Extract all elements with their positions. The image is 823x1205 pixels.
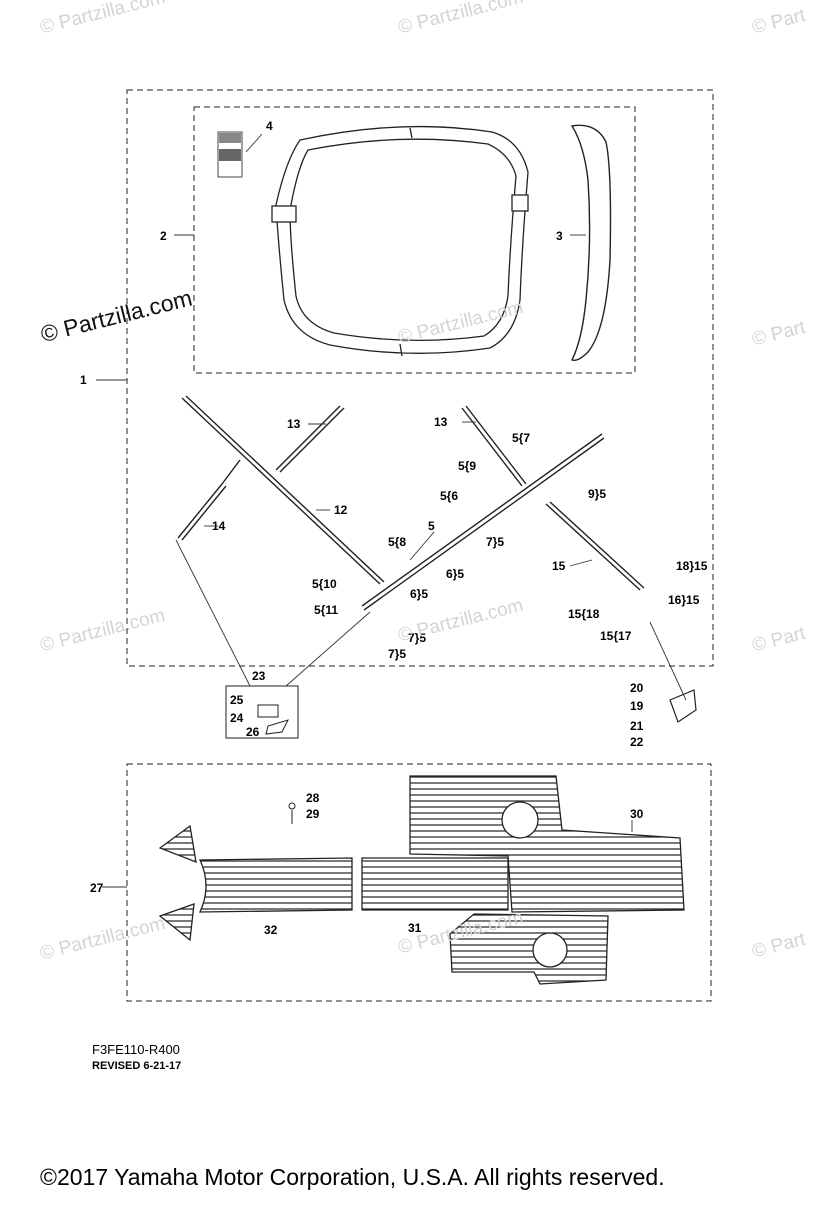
- canopy-frame-2: [193, 106, 636, 374]
- callout-5-8: 5{8: [388, 535, 406, 549]
- callout-25: 25: [230, 693, 244, 707]
- callout-4: 4: [266, 119, 273, 133]
- callout-6-5-b: 6}5: [410, 587, 428, 601]
- callout-16-15: 16}15: [668, 593, 700, 607]
- diagram-code: F3FE110-R400: [92, 1042, 180, 1057]
- callout-21: 21: [630, 719, 644, 733]
- callout-26: 26: [246, 725, 260, 739]
- callout-18-15: 18}15: [676, 559, 708, 573]
- callout-7-5-b: 7}5: [408, 631, 426, 645]
- mat-frame-27: [126, 763, 712, 1002]
- callout-7-5-a: 7}5: [486, 535, 504, 549]
- callout-29: 29: [306, 807, 320, 821]
- callout-5-9: 5{9: [458, 459, 476, 473]
- leader-lines: [96, 133, 687, 888]
- callout-5-7: 5{7: [512, 431, 530, 445]
- callout-14: 14: [212, 519, 226, 533]
- callout-24: 24: [230, 711, 244, 725]
- callout-28: 28: [306, 791, 320, 805]
- callout-15-17: 15{17: [600, 629, 632, 643]
- hardware-kit-box: [225, 685, 299, 739]
- callout-5-6: 5{6: [440, 489, 458, 503]
- callout-22: 22: [630, 735, 644, 749]
- callout-13-left: 13: [287, 417, 301, 431]
- bracket-parts: [257, 704, 289, 735]
- callout-5-11: 5{11: [314, 603, 338, 617]
- callout-30: 30: [630, 807, 644, 821]
- callout-9-5: 9}5: [588, 487, 606, 501]
- callout-13-right: 13: [434, 415, 448, 429]
- label-swatch: [217, 131, 243, 178]
- callout-32: 32: [264, 923, 278, 937]
- kit-frame-1: [126, 89, 714, 667]
- callout-27: 27: [90, 881, 104, 895]
- deck-mats: [158, 775, 685, 985]
- revision-date: REVISED 6-21-17: [92, 1060, 182, 1072]
- boot-cover: [570, 124, 612, 362]
- copyright-footer: ©2017 Yamaha Motor Corporation, U.S.A. A…: [40, 1164, 665, 1190]
- callout-6-5-a: 6}5: [446, 567, 464, 581]
- callout-15-18: 15{18: [568, 607, 600, 621]
- callout-1: 1: [80, 373, 87, 387]
- canopy-top: [271, 125, 529, 357]
- callout-7-5-c: 7}5: [388, 647, 406, 661]
- callout-15: 15: [552, 559, 566, 573]
- frame-tubes: [177, 395, 645, 611]
- callout-31: 31: [408, 921, 422, 935]
- callout-5-10: 5{10: [312, 577, 337, 591]
- callout-5: 5: [428, 519, 435, 533]
- callout-3: 3: [556, 229, 563, 243]
- callout-12: 12: [334, 503, 348, 517]
- callout-2: 2: [160, 229, 167, 243]
- hinge-bracket: [669, 689, 697, 723]
- screws: [288, 802, 296, 824]
- callout-19: 19: [630, 699, 644, 713]
- callout-23: 23: [252, 669, 266, 683]
- callout-20: 20: [630, 681, 644, 695]
